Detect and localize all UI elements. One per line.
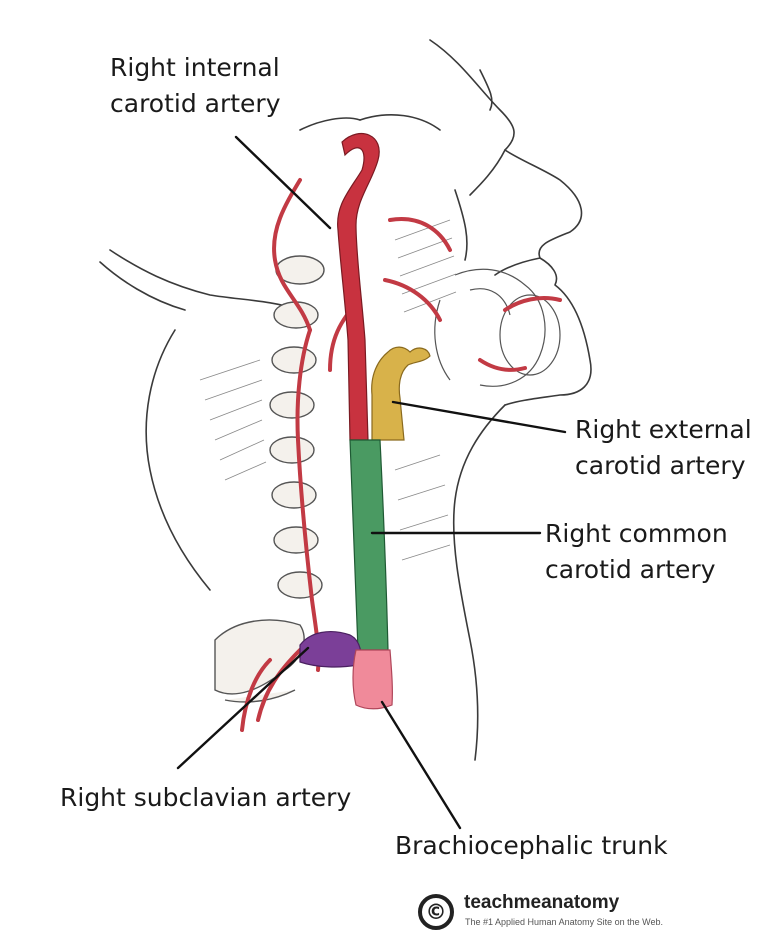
label-brachiocephalic-trunk: Brachiocephalic trunk (395, 831, 668, 860)
leader-brachio (380, 700, 462, 830)
label-right-internal-carotid: Right internal carotid artery (110, 50, 281, 122)
subclavian-shape (299, 631, 362, 668)
label-right-subclavian: Right subclavian artery (60, 783, 352, 812)
teachmeanatomy-logo[interactable]: © teachmeanatomy The #1 Applied Human An… (418, 890, 718, 936)
leader-external (391, 400, 567, 434)
copyright-icon: © (418, 894, 454, 930)
label-line: carotid artery (110, 89, 281, 118)
label-line: Right common (545, 519, 728, 548)
label-line: carotid artery (545, 555, 716, 584)
brachiocephalic-shape (352, 649, 393, 710)
label-right-external-carotid: Right external carotid artery (575, 412, 752, 484)
internal-carotid-shape (337, 132, 380, 441)
logo-tagline: The #1 Applied Human Anatomy Site on the… (465, 917, 663, 927)
label-line: Right external (575, 415, 752, 444)
muscle-hatching (199, 219, 457, 561)
label-line: carotid artery (575, 451, 746, 480)
branch-vessels (240, 178, 562, 732)
logo-name: teachmeanatomy (464, 892, 620, 913)
external-carotid-shape (371, 346, 431, 441)
label-right-common-carotid: Right common carotid artery (545, 516, 728, 588)
common-carotid-shape (349, 439, 389, 651)
label-line: Right internal (110, 53, 280, 82)
leader-internal (234, 135, 332, 230)
jaw-region (434, 268, 561, 387)
head-outline (99, 39, 592, 761)
leader-lines (176, 135, 567, 830)
leader-subclavian (176, 646, 310, 770)
